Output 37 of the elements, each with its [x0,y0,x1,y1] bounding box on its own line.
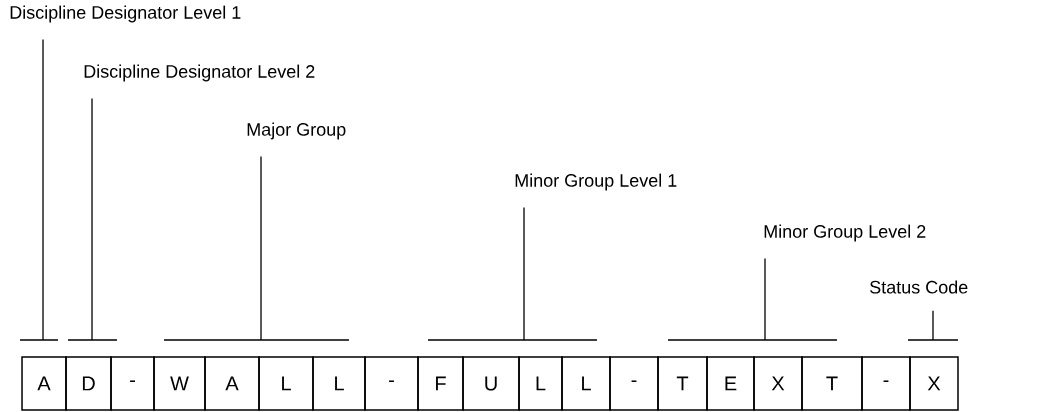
letter-cell: D [65,356,112,411]
leader-line [764,257,766,341]
letter-cell: L [258,356,314,411]
letter-cell: L [518,356,563,411]
bracket-line [427,339,598,341]
letter-cell: X [753,356,803,411]
bracket-line [667,339,838,341]
part-label: Major Group [247,122,346,140]
part-label: Discipline Designator Level 2 [84,64,315,82]
leader-line [42,38,44,341]
letter-cell: L [561,356,611,411]
letter-cell: - [110,356,155,411]
letter-cell: E [706,356,755,411]
part-label: Discipline Designator Level 1 [10,5,241,23]
letter-cell: A [204,356,260,411]
letter-cell: A [21,356,67,411]
leader-line [523,206,525,341]
leader-line [260,155,262,341]
letter-cell: - [364,356,419,411]
bracket-line [163,339,350,341]
bracket-line [67,339,118,341]
letter-cell: T [657,356,708,411]
bracket-line [19,339,59,341]
part-label: Minor Group Level 1 [515,173,677,191]
letter-cell: W [153,356,206,411]
letter-cell: T [801,356,863,411]
letter-cell: - [609,356,659,411]
letter-cell: - [861,356,911,411]
leader-line [932,310,934,341]
part-label: Minor Group Level 2 [764,224,926,242]
leader-line [91,97,93,341]
part-label: Status Code [870,280,968,294]
letter-cell: F [417,356,464,411]
letter-cell: U [462,356,520,411]
letter-cell: X [909,356,959,411]
letter-cell: L [312,356,366,411]
bracket-line [907,339,959,341]
